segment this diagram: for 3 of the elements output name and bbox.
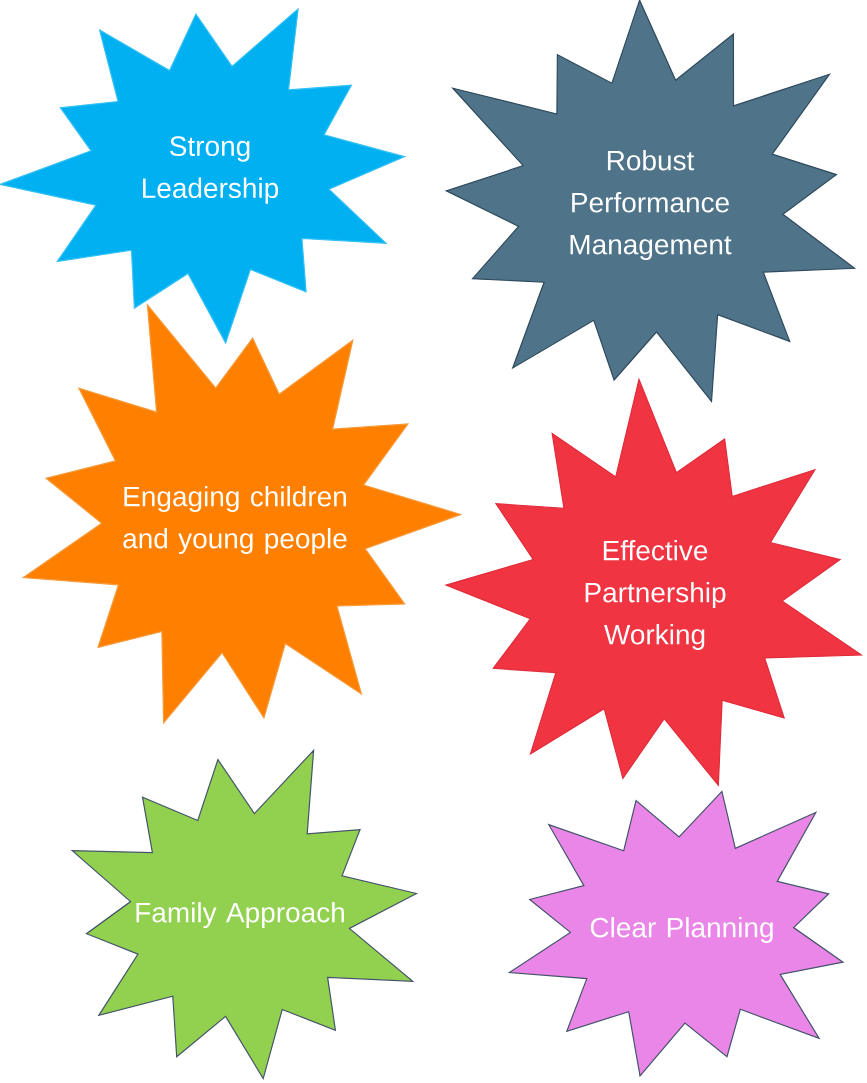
starburst: Effective Partnership Working: [444, 377, 864, 787]
starburst: Robust Performance Management: [444, 0, 857, 403]
starburst: Clear Planning: [507, 790, 845, 1078]
